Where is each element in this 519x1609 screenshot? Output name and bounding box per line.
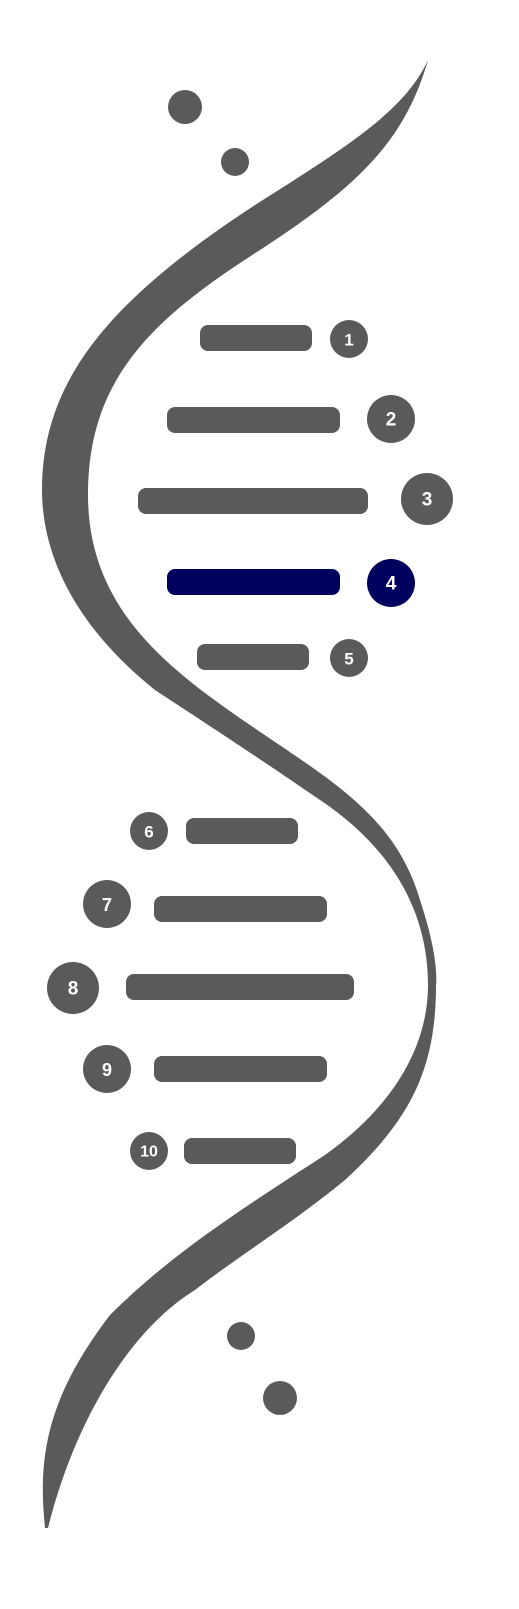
step-number-label: 3	[422, 490, 433, 511]
step-number-label: 1	[344, 331, 353, 350]
helix-step-6: 6	[130, 812, 298, 850]
helix-strand-upper	[42, 60, 437, 985]
step-number-badge	[367, 559, 415, 607]
step-number-label: 2	[386, 410, 397, 431]
step-number-badge	[83, 880, 131, 928]
helix-step-4: 4	[167, 559, 415, 607]
helix-rung-bar	[200, 325, 312, 351]
step-number-badge	[83, 1045, 131, 1093]
step-number-label: 5	[344, 650, 353, 669]
step-number-label: 6	[144, 823, 153, 842]
helix-step-8: 8	[47, 962, 354, 1014]
step-number-badge	[401, 473, 453, 525]
step-number-badge	[130, 812, 168, 850]
step-number-label: 8	[68, 979, 79, 1000]
helix-step-2: 2	[167, 395, 415, 443]
helix-step-1: 1	[200, 320, 368, 358]
step-number-label: 10	[140, 1144, 158, 1161]
step-number-badge	[47, 962, 99, 1014]
helix-rung-bar	[167, 407, 340, 433]
step-number-badge	[130, 1132, 168, 1170]
helix-step-3: 3	[138, 473, 453, 525]
step-number-label: 9	[102, 1060, 112, 1080]
decorative-dot	[263, 1381, 297, 1415]
helix-strand-lower	[42, 985, 437, 1528]
helix-step-9: 9	[83, 1045, 327, 1093]
helix-rung-bar	[154, 1056, 327, 1082]
step-number-badge	[330, 320, 368, 358]
step-number-badge	[330, 639, 368, 677]
helix-steps: 1 2 3 4 5 6 7 8 9 10	[47, 320, 453, 1170]
decorative-dot	[168, 90, 202, 124]
helix-rung-bar	[167, 569, 340, 595]
step-number-label: 4	[386, 574, 397, 595]
decorative-dot	[221, 148, 249, 176]
helix-rung-bar	[197, 644, 309, 670]
helix-rung-bar	[154, 896, 327, 922]
helix-rung-bar	[138, 488, 368, 514]
step-number-badge	[367, 395, 415, 443]
step-number-label: 7	[102, 895, 112, 915]
helix-rung-bar	[186, 818, 298, 844]
helix-rung-bar	[126, 974, 354, 1000]
helix-step-10: 10	[130, 1132, 296, 1170]
helix-step-5: 5	[197, 639, 368, 677]
helix-step-7: 7	[83, 880, 327, 928]
helix-rung-bar	[184, 1138, 296, 1164]
decorative-dot	[227, 1322, 255, 1350]
